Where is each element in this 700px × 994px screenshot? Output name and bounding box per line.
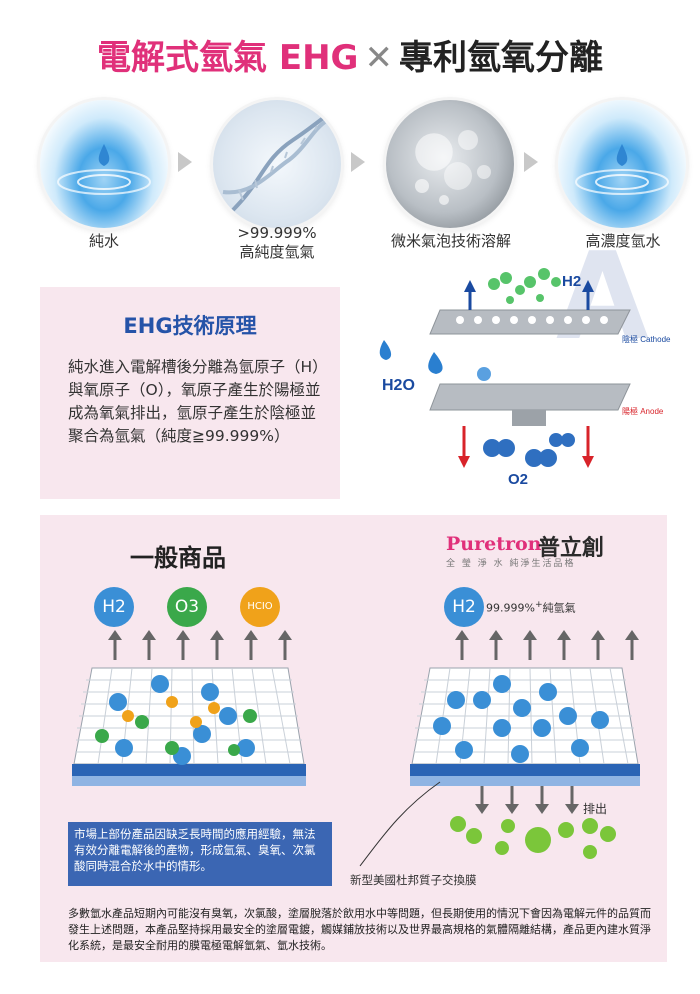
water-drop-icon: [57, 144, 151, 195]
membrane-pointer-line: [359, 781, 441, 867]
diagram-o2-label: O2: [508, 471, 528, 488]
diagram-h2-label: H2: [562, 273, 581, 290]
flow-arrows: [458, 280, 594, 468]
pure-h2-plus: +: [534, 599, 543, 610]
principle-panel: [40, 287, 340, 499]
general-membrane-grid: [72, 667, 306, 786]
step-label-purity-value: >99.999%: [237, 224, 317, 242]
discharge-arrows: [475, 786, 579, 814]
pure-up-arrows: [455, 630, 639, 660]
brand-subtitle: 全 瑩 淨 水 純淨生活品格: [446, 559, 576, 569]
water-drop-icon-2: [575, 144, 669, 195]
brand-name-cn: 普立創: [538, 536, 605, 561]
bottom-description: 多數氫水產品短期內可能沒有臭氧，次氯酸，塗層脫落於飲用水中等問題，但長期使用的情…: [68, 907, 651, 952]
step-label-pure-water: 純水: [88, 232, 119, 250]
watermark-logo-top: A: [556, 228, 649, 367]
step-label-hydrogen-water: 高濃度氫水: [585, 232, 661, 250]
market-note: 市場上部份產品因缺乏長時間的應用經驗，無法有效分離電解後的產物，形成氫氣、臭氧、…: [68, 822, 332, 886]
cathode-label: 陰極 Cathode: [622, 334, 671, 344]
gas-badge-o3: O3: [167, 587, 207, 627]
page-title: 電解式氫氣 EHG✕專利氫氧分離: [0, 30, 700, 80]
title-part-2: 專利氫氧分離: [398, 38, 603, 78]
anode-plate: [429, 383, 631, 426]
step-label-high-purity: >99.999% 高純度氫氣: [213, 224, 341, 262]
dna-helix-icon: [222, 110, 333, 212]
principle-body: 純水進入電解槽後分離為氫原子（H）與氧原子（O），氧原子產生於陽極並成為氧氣排出…: [68, 358, 321, 445]
anode-label: 陽極 Anode: [622, 406, 664, 416]
title-part-1: 電解式氫氣 EHG: [97, 38, 359, 78]
step-label-micro-bubble: 微米氣泡技術溶解: [390, 232, 511, 250]
pure-water-image: [40, 100, 168, 228]
gas-badge-pure-h2: H2: [444, 587, 484, 627]
micro-bubble-image: [386, 100, 514, 228]
o2-molecules: [483, 433, 575, 467]
bubbles-icon: [415, 130, 491, 205]
step-arrow-3: [524, 152, 538, 172]
dna-image: [213, 100, 341, 228]
cathode-plate: [429, 309, 631, 335]
general-product-title: 一般商品: [130, 544, 226, 572]
gas-badge-h2: H2: [94, 587, 134, 627]
electrolysis-diagram: H2 H2O O2 陰極 Cathode 陽極 Anode: [379, 268, 671, 488]
step-arrow-2: [351, 152, 365, 172]
diagram-h2o-label: H2O: [382, 377, 415, 394]
pure-h2-text: 純氫氣: [542, 601, 576, 615]
o2-discharge-bubbles: [450, 816, 616, 859]
pure-h2-value: 99.999%: [486, 601, 535, 615]
step-arrow-1: [178, 152, 192, 172]
brand-logo-text: Puretron: [446, 533, 542, 555]
discharge-label: 排出: [583, 802, 608, 816]
step-label-purity-text: 高純度氫氣: [239, 243, 315, 261]
h2-bubbles: [488, 268, 561, 304]
principle-title: EHG技術原理: [123, 314, 257, 338]
water-drop-mascots: [379, 340, 491, 381]
pure-h2-note: 99.999%+純氫氣: [486, 599, 576, 616]
pure-membrane-grid: [410, 667, 640, 786]
hydrogen-water-image: [558, 100, 686, 228]
cross-icon: ✕: [364, 38, 393, 78]
general-up-arrows: [108, 630, 292, 660]
membrane-label: 新型美國杜邦質子交換膜: [350, 873, 477, 887]
gas-badge-hclo: HCIO: [240, 587, 280, 627]
